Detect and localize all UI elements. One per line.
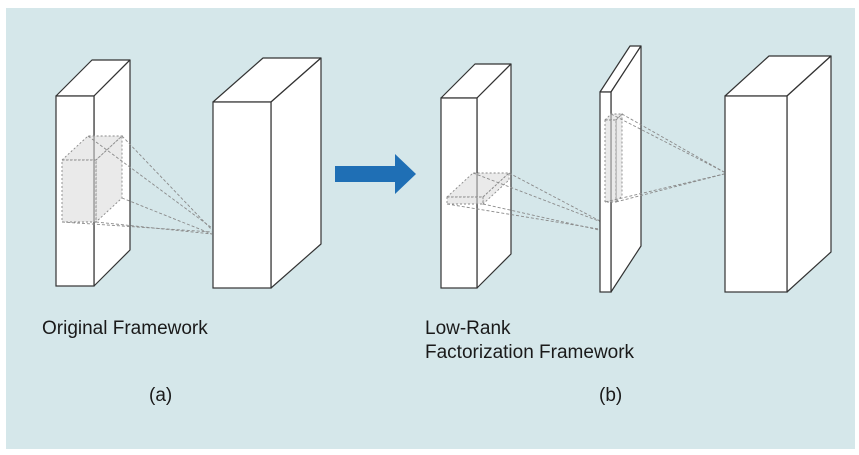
- projection-line: [121, 135, 213, 231]
- kernel-tall-b-side: [615, 112, 623, 204]
- figure-background: [6, 8, 855, 449]
- kernel-flat-b: [445, 171, 511, 206]
- kernel-cube-a: [60, 134, 124, 224]
- kernel-flat-b-front: [446, 196, 484, 205]
- projection-line: [472, 172, 618, 229]
- projection-line: [615, 173, 725, 203]
- projection-line: [446, 203, 618, 233]
- projection-line: [610, 113, 725, 173]
- kernel-tall-b-top: [603, 113, 624, 121]
- projection-line: [604, 173, 725, 203]
- projections-b2: [604, 113, 725, 203]
- projections-b: [446, 172, 618, 235]
- right-arrow-icon: [335, 154, 416, 194]
- kernel-tall-b: [603, 112, 624, 204]
- projections-a: [61, 135, 213, 235]
- low-rank-title-line1: Low-Rank: [425, 318, 511, 339]
- kernel-flat-b-top: [445, 172, 511, 198]
- panel-a-label: (a): [149, 385, 173, 406]
- output-block-a: [212, 57, 322, 289]
- panel-b-label: (b): [599, 385, 623, 406]
- low-rank-title-line2: Factorization Framework: [425, 342, 635, 363]
- output-block-a-front-face: [212, 101, 272, 289]
- diagram-canvas: [6, 8, 855, 449]
- projection-line: [121, 197, 213, 235]
- projection-line: [621, 113, 725, 173]
- kernel-tall-b-front: [604, 119, 617, 203]
- original-framework-title: Original Framework: [42, 318, 208, 339]
- projection-line: [61, 221, 213, 233]
- kernel-cube-a-front: [61, 159, 97, 223]
- projection-line: [482, 203, 618, 235]
- projection-line: [508, 172, 618, 231]
- figure-panel: Original Framework (a) Low-Rank Factoriz…: [6, 8, 855, 449]
- output-block-b-side-face: [786, 55, 832, 293]
- output-block-b: [724, 55, 832, 293]
- projection-line: [87, 135, 213, 229]
- projection-line: [95, 221, 213, 235]
- output-block-b-front-face: [724, 95, 788, 293]
